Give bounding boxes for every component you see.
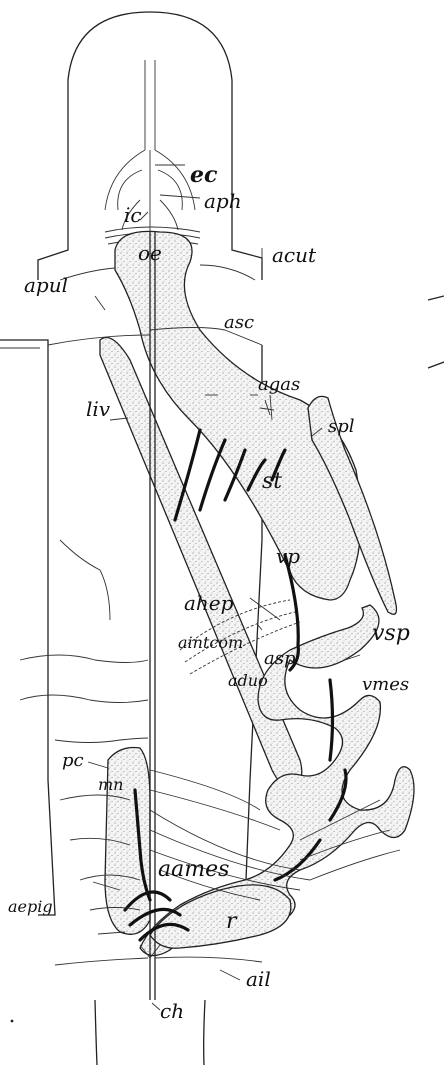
- label-vsp: vsp: [372, 621, 410, 646]
- label-acut: acut: [272, 243, 317, 267]
- label-spl: spl: [328, 416, 355, 437]
- label-ahep: ahep: [184, 591, 234, 615]
- label-ail: ail: [246, 967, 271, 991]
- label-asp: asp: [264, 648, 296, 669]
- label-pc: pc: [62, 750, 84, 771]
- label-aduo: aduo: [228, 671, 268, 690]
- label-aames: aames: [158, 857, 229, 882]
- label-ic: ic: [124, 203, 142, 227]
- label-vp: vp: [276, 544, 300, 568]
- label-aepig: aepig: [8, 897, 53, 916]
- label-apul: apul: [24, 273, 68, 297]
- right-side-marks: [428, 296, 444, 368]
- label-r: r: [226, 909, 238, 934]
- body-outline-left: [0, 340, 55, 915]
- label-aintcom: aintcom: [178, 633, 243, 652]
- dot: [11, 1020, 14, 1023]
- label-oe: oe: [138, 241, 162, 265]
- label-ch: ch: [160, 999, 184, 1023]
- label-vmes: vmes: [362, 674, 409, 695]
- tail-outline: [95, 1000, 205, 1065]
- label-ec: ec: [190, 162, 218, 188]
- label-asc: asc: [224, 312, 254, 333]
- label-st: st: [262, 469, 282, 494]
- label-liv: liv: [86, 397, 111, 421]
- rectum: [150, 885, 291, 948]
- brain-vessels: [105, 60, 195, 232]
- label-mn: mn: [98, 775, 123, 794]
- label-agas: agas: [258, 374, 300, 395]
- label-aph: aph: [204, 189, 242, 213]
